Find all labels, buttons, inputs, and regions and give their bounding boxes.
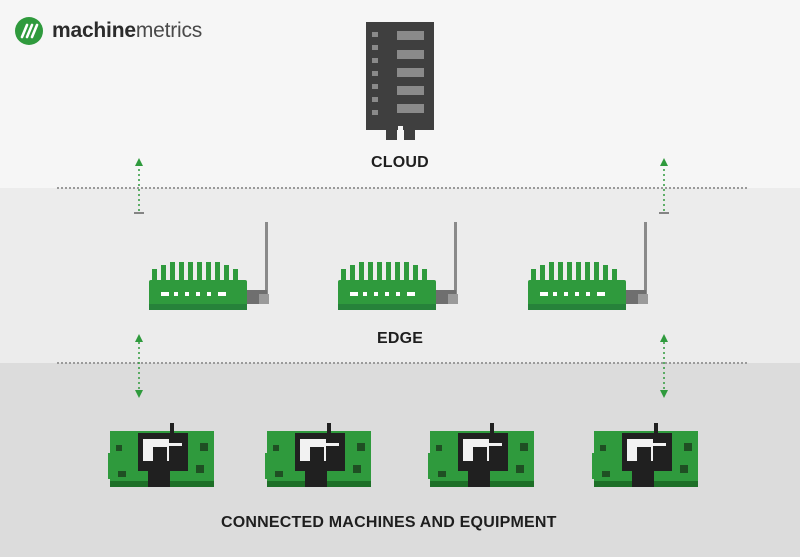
- brand-wordmark: machinemetrics: [52, 19, 202, 43]
- server-icon: [366, 22, 434, 140]
- cloud-edge-divider: [57, 187, 747, 189]
- machine-board-icon: [592, 423, 698, 487]
- brand-logo: machinemetrics: [14, 16, 202, 46]
- uplink-arrow-left: [134, 158, 144, 214]
- cloud-layer-label: CLOUD: [371, 154, 429, 171]
- machinemetrics-logo-icon: [15, 17, 43, 45]
- machine-board-icon: [428, 423, 534, 487]
- machine-board-icon: [108, 423, 214, 487]
- edge-gateway-icon: [338, 222, 458, 310]
- machine-link-arrow-left: [135, 334, 143, 398]
- edge-machines-divider: [57, 362, 747, 364]
- edge-gateway-icon: [149, 222, 269, 310]
- edge-gateway-icon: [528, 222, 648, 310]
- brand-name-regular: metrics: [135, 19, 203, 42]
- machine-link-arrow-right: [660, 334, 668, 398]
- brand-name-bold: machine: [52, 19, 136, 42]
- uplink-arrow-right: [659, 158, 669, 214]
- machine-board-icon: [265, 423, 371, 487]
- machines-layer-label: CONNECTED MACHINES AND EQUIPMENT: [221, 514, 557, 531]
- edge-layer-label: EDGE: [377, 330, 424, 347]
